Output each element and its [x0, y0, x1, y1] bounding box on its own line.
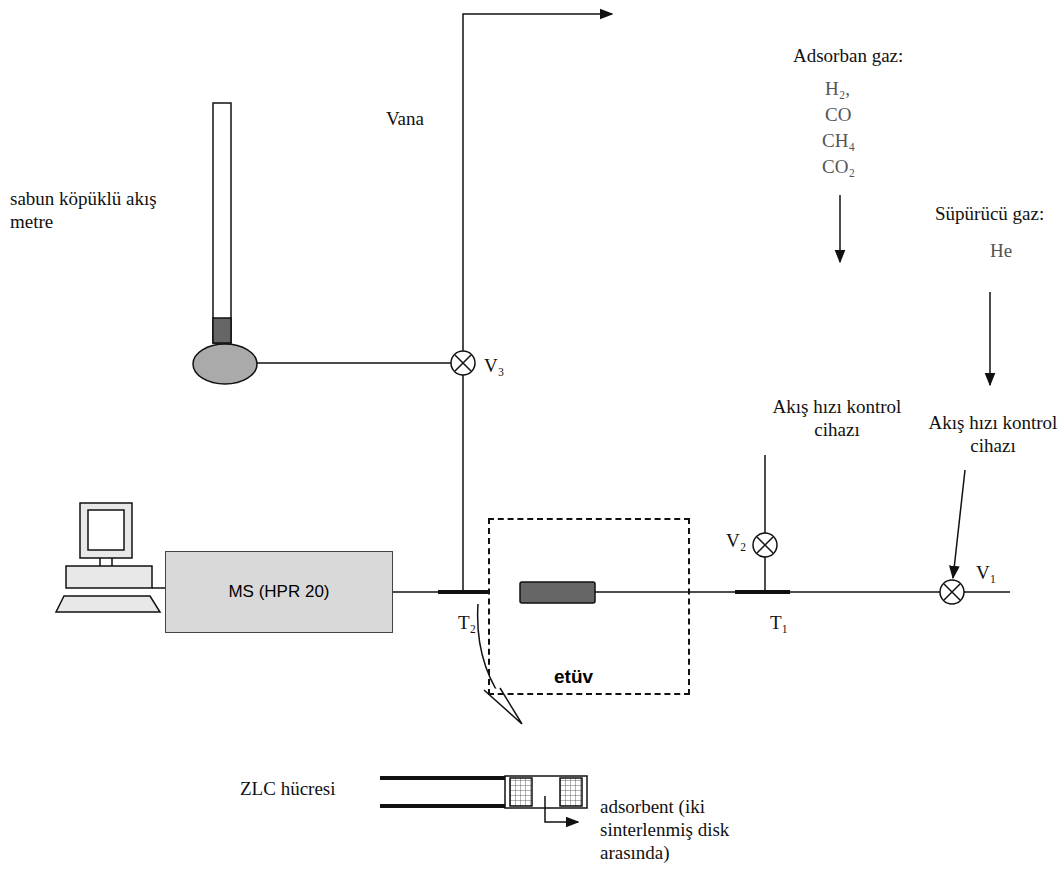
gas-heading: Süpürücü gaz: [935, 203, 1044, 226]
flowmeter-label: sabun köpüklü akış metre [10, 188, 160, 234]
gas-heading: Adsorban gaz: [793, 45, 903, 68]
valve-name: V₁ [976, 562, 996, 585]
cell-label: ZLC hücresi [240, 778, 336, 801]
gas-name: He [990, 240, 1012, 263]
valve-name: V₂ [726, 530, 746, 553]
junction-name: T₁ [770, 612, 788, 635]
gas-name: CO [825, 104, 851, 127]
oven-name: etüv [554, 666, 593, 689]
oven-box: etüv [488, 518, 690, 695]
instrument-name: MS (HPR 20) [166, 552, 392, 632]
gas-line [393, 591, 488, 593]
gas-name: H₂, [825, 78, 850, 101]
valve-label: Vana [386, 108, 424, 131]
gas-name: CH₄ [822, 130, 855, 153]
valve-name: V₃ [484, 355, 504, 378]
gas-name: CO₂ [822, 156, 855, 179]
junction-name: T₂ [458, 612, 476, 635]
controller-label: Akış hızı kontrol cihazı [772, 396, 902, 442]
adsorbent-label: adsorbent (iki sinterlenmiş disk arasınd… [600, 796, 775, 864]
controller-label: Akış hızı kontrol cihazı [928, 412, 1058, 458]
ms-box: MS (HPR 20) [165, 551, 393, 633]
